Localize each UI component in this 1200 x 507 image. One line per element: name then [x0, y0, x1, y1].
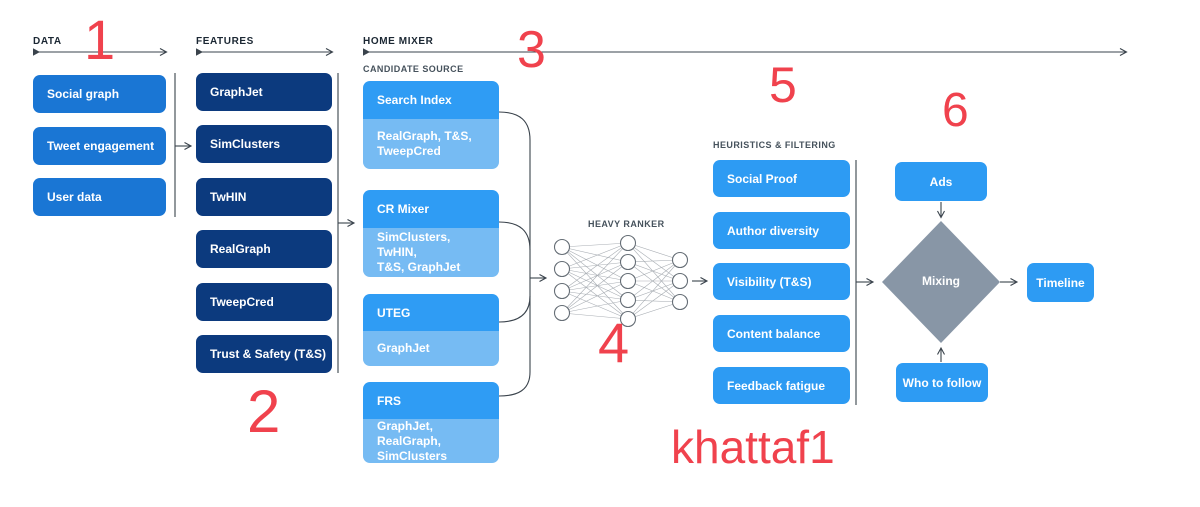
data-section-label: DATA — [33, 36, 62, 47]
candidate-source-label: CANDIDATE SOURCE — [363, 64, 464, 74]
ads-box: Ads — [895, 162, 987, 201]
candidate-name: UTEG — [363, 294, 499, 331]
candidate-uses: SimClusters, TwHIN, T&S, GraphJet — [363, 228, 499, 277]
heuristic-box-visibility: Visibility (T&S) — [713, 263, 850, 300]
feature-box-twhin: TwHIN — [196, 178, 332, 216]
candidate-box-cr-mixer: CR Mixer SimClusters, TwHIN, T&S, GraphJ… — [363, 190, 499, 277]
annotation-5: 5 — [769, 57, 797, 113]
candidate-name: CR Mixer — [363, 190, 499, 228]
mixing-diamond — [882, 221, 1000, 343]
features-section-label: FEATURES — [196, 36, 254, 47]
candidate-name: FRS — [363, 382, 499, 419]
feature-box-trust-safety: Trust & Safety (T&S) — [196, 335, 332, 373]
watermark-text: khattaf1 — [671, 421, 835, 473]
heavy-ranker-label: HEAVY RANKER — [588, 219, 665, 229]
mixing-label: Mixing — [922, 274, 960, 288]
candidate-box-uteg: UTEG GraphJet — [363, 294, 499, 366]
candidate-uses: GraphJet, RealGraph, SimClusters — [363, 419, 499, 463]
candidate-name: Search Index — [363, 81, 499, 119]
heuristic-box-feedback-fatigue: Feedback fatigue — [713, 367, 850, 404]
feature-box-simclusters: SimClusters — [196, 125, 332, 163]
heuristics-filtering-label: HEURISTICS & FILTERING — [713, 140, 836, 150]
feature-box-tweepcred: TweepCred — [196, 283, 332, 321]
heavy-ranker-network — [553, 234, 689, 328]
annotation-6: 6 — [942, 84, 969, 137]
candidate-box-frs: FRS GraphJet, RealGraph, SimClusters — [363, 382, 499, 463]
candidate-uses: GraphJet — [363, 331, 499, 366]
data-box-tweet-engagement: Tweet engagement — [33, 127, 166, 165]
data-box-social-graph: Social graph — [33, 75, 166, 113]
candidate-box-search-index: Search Index RealGraph, T&S, TweepCred — [363, 81, 499, 169]
heuristic-box-content-balance: Content balance — [713, 315, 850, 352]
home-mixer-section-label: HOME MIXER — [363, 36, 434, 47]
candidate-uses: RealGraph, T&S, TweepCred — [363, 119, 499, 169]
feature-box-graphjet: GraphJet — [196, 73, 332, 111]
annotation-4: 4 — [598, 311, 630, 374]
feature-box-realgraph: RealGraph — [196, 230, 332, 268]
heuristic-box-author-diversity: Author diversity — [713, 212, 850, 249]
heuristic-box-social-proof: Social Proof — [713, 160, 850, 197]
data-box-user-data: User data — [33, 178, 166, 216]
annotation-3: 3 — [517, 21, 546, 79]
annotation-2: 2 — [247, 378, 281, 445]
annotation-1: 1 — [84, 8, 116, 71]
timeline-box: Timeline — [1027, 263, 1094, 302]
who-to-follow-box: Who to follow — [896, 363, 988, 402]
